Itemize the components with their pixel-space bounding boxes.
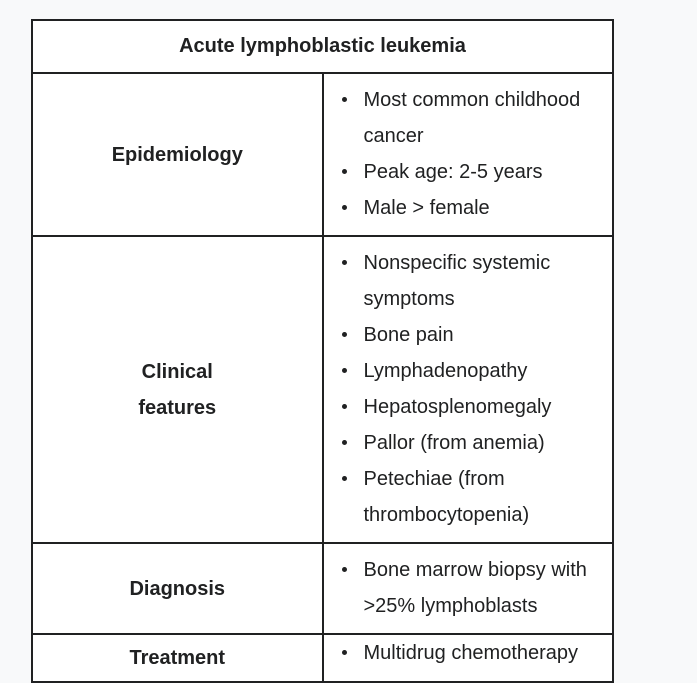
row-heading-epidemiology: Epidemiology bbox=[31, 72, 324, 237]
row-content-clinical-features: Nonspecific systemic symptoms Bone pain … bbox=[321, 235, 614, 544]
bullet-icon bbox=[341, 567, 347, 572]
row-heading-line: features bbox=[138, 396, 217, 419]
list-item: Male > female bbox=[341, 190, 609, 226]
row-heading-diagnosis: Diagnosis bbox=[31, 542, 324, 635]
bullet-icon bbox=[341, 97, 347, 102]
table-title: Acute lymphoblastic leukemia bbox=[31, 19, 614, 74]
list-item: Most common childhood cancer bbox=[341, 82, 609, 154]
bullet-icon bbox=[341, 650, 347, 655]
info-table: Acute lymphoblastic leukemia Epidemiolog… bbox=[31, 19, 614, 683]
table-title-row: Acute lymphoblastic leukemia bbox=[31, 19, 614, 74]
list-item: Nonspecific systemic symptoms bbox=[341, 245, 609, 317]
row-heading-line: Clinical bbox=[141, 360, 213, 383]
bullet-list: Multidrug chemotherapy bbox=[328, 635, 609, 671]
bullet-list: Most common childhood cancer Peak age: 2… bbox=[328, 82, 609, 226]
list-item: Pallor (from anemia) bbox=[341, 425, 609, 461]
list-item: Lymphadenopathy bbox=[341, 353, 609, 389]
row-content-diagnosis: Bone marrow biopsy with >25% lymphoblast… bbox=[321, 542, 614, 635]
list-item-text: Peak age: 2-5 years bbox=[363, 161, 543, 183]
list-item-text: Male > female bbox=[363, 197, 490, 219]
bullet-icon bbox=[341, 476, 347, 481]
list-item-text: Hepatosplenomegaly bbox=[363, 396, 552, 418]
list-item-text: Pallor (from anemia) bbox=[363, 432, 545, 454]
list-item: Hepatosplenomegaly bbox=[341, 389, 609, 425]
list-item: Multidrug chemotherapy bbox=[341, 635, 609, 671]
table-row-clinical-features: Clinical features Nonspecific systemic sy… bbox=[31, 235, 614, 544]
list-item-text: Petechiae (from thrombocytopenia) bbox=[363, 468, 530, 526]
table-row-diagnosis: Diagnosis Bone marrow biopsy with >25% l… bbox=[31, 542, 614, 635]
bullet-icon bbox=[341, 332, 347, 337]
row-content-treatment: Multidrug chemotherapy bbox=[321, 633, 614, 683]
list-item-text: Bone marrow biopsy with >25% lymphoblast… bbox=[363, 559, 587, 617]
list-item-text: Lymphadenopathy bbox=[363, 360, 528, 382]
bullet-icon bbox=[341, 404, 347, 409]
bullet-icon bbox=[341, 440, 347, 445]
list-item-text: Nonspecific systemic symptoms bbox=[363, 252, 551, 310]
bullet-icon bbox=[341, 368, 347, 373]
bullet-icon bbox=[341, 169, 347, 174]
list-item-text: Multidrug chemotherapy bbox=[363, 642, 579, 664]
row-content-epidemiology: Most common childhood cancer Peak age: 2… bbox=[321, 72, 614, 237]
list-item-text: Most common childhood cancer bbox=[363, 89, 581, 147]
table-row-treatment: Treatment Multidrug chemotherapy bbox=[31, 633, 614, 683]
bullet-icon bbox=[341, 260, 347, 265]
list-item-text: Bone pain bbox=[363, 324, 454, 346]
bullet-list: Nonspecific systemic symptoms Bone pain … bbox=[328, 245, 609, 533]
table-row-epidemiology: Epidemiology Most common childhood cance… bbox=[31, 72, 614, 237]
bullet-icon bbox=[341, 205, 347, 210]
row-heading-clinical-features: Clinical features bbox=[31, 235, 324, 544]
bullet-list: Bone marrow biopsy with >25% lymphoblast… bbox=[328, 552, 609, 624]
list-item: Bone pain bbox=[341, 317, 609, 353]
list-item: Peak age: 2-5 years bbox=[341, 154, 609, 190]
row-heading-treatment: Treatment bbox=[31, 633, 324, 683]
list-item: Bone marrow biopsy with >25% lymphoblast… bbox=[341, 552, 609, 624]
list-item: Petechiae (from thrombocytopenia) bbox=[341, 461, 609, 533]
